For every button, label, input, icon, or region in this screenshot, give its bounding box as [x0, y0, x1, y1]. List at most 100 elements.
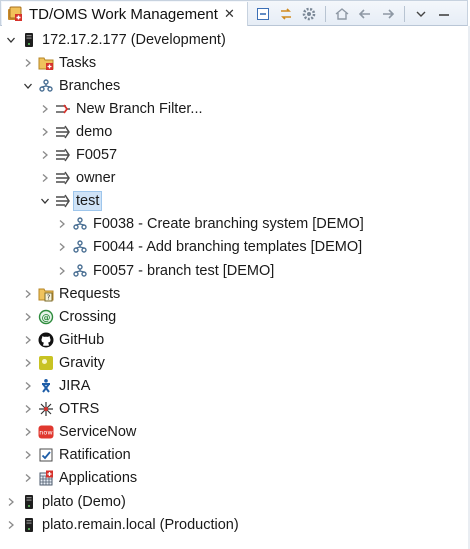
tree-item[interactable]: @ Crossing: [22, 305, 116, 328]
tree-item[interactable]: F0057 - branch test [DEMO]: [56, 259, 274, 282]
svg-text:?: ?: [47, 293, 51, 301]
tree-item[interactable]: F0038 - Create branching system [DEMO]: [56, 213, 364, 236]
tree-item[interactable]: plato.remain.local (Production): [5, 513, 239, 536]
chevron-right-icon[interactable]: [56, 241, 68, 253]
chevron-right-icon[interactable]: [22, 57, 34, 69]
minimize-view-icon[interactable]: [434, 4, 454, 24]
chevron-right-icon[interactable]: [22, 334, 34, 346]
ratification-icon: [38, 447, 54, 463]
tree-item-label: plato.remain.local (Production): [42, 516, 239, 533]
tree-item[interactable]: demo: [39, 120, 112, 143]
back-arrow-icon[interactable]: [355, 4, 375, 24]
tree-item-label: Ratification: [59, 447, 131, 464]
requests-folder-icon: ?: [38, 286, 54, 302]
tree-item-label: F0057: [76, 147, 118, 163]
chevron-right-icon[interactable]: [56, 218, 68, 230]
tree-item-label: JIRA: [59, 378, 91, 394]
tree-item-label: ServiceNow: [59, 424, 137, 441]
home-icon[interactable]: [332, 4, 352, 24]
tree-item-label: GitHub: [59, 331, 105, 348]
chevron-right-icon[interactable]: [22, 380, 34, 392]
view-toolbar: [253, 4, 457, 24]
server-icon: [21, 494, 37, 510]
chevron-right-icon[interactable]: [22, 449, 34, 461]
chevron-right-icon[interactable]: [22, 357, 34, 369]
tree-item-label: test: [73, 191, 103, 212]
chevron-down-icon[interactable]: [5, 34, 17, 46]
chevron-right-icon[interactable]: [22, 288, 34, 300]
tree-item[interactable]: F0044 - Add branching templates [DEMO]: [56, 236, 362, 259]
tree-item-label: Tasks: [59, 54, 97, 71]
branches-icon: [38, 78, 54, 94]
tree-item-label: plato (Demo): [42, 493, 126, 510]
settings-gear-icon[interactable]: [299, 4, 319, 24]
collapse-all-icon[interactable]: [253, 4, 273, 24]
tree-item[interactable]: Applications: [22, 467, 137, 490]
tree-item[interactable]: ? Requests: [22, 282, 120, 305]
tree-item-label: F0057 - branch test [DEMO]: [93, 262, 275, 279]
tree-item-label: OTRS: [59, 401, 100, 418]
tree-item[interactable]: owner: [39, 167, 116, 190]
svg-text:@: @: [42, 313, 51, 323]
view-menu-icon[interactable]: [411, 4, 431, 24]
tree-item[interactable]: Gravity: [22, 351, 105, 374]
chevron-right-icon[interactable]: [39, 149, 51, 161]
chevron-right-icon[interactable]: [39, 103, 51, 115]
tree-item[interactable]: Branches: [22, 74, 120, 97]
chevron-right-icon[interactable]: [39, 126, 51, 138]
chevron-right-icon[interactable]: [22, 403, 34, 415]
chevron-right-icon[interactable]: [22, 472, 34, 484]
tree-item-label: F0044 - Add branching templates [DEMO]: [93, 239, 363, 256]
close-view-icon[interactable]: ✕: [223, 6, 235, 21]
tree-item[interactable]: F0057: [39, 144, 117, 167]
jira-icon: [38, 378, 54, 394]
tree-item[interactable]: JIRA: [22, 375, 90, 398]
applications-icon: [38, 470, 54, 486]
crossing-icon: @: [38, 309, 54, 325]
chevron-down-icon[interactable]: [22, 80, 34, 92]
tree-item-label: New Branch Filter...: [76, 100, 203, 117]
otrs-icon: [38, 401, 54, 417]
chevron-right-icon[interactable]: [5, 519, 17, 531]
link-with-editor-icon[interactable]: [276, 4, 296, 24]
server-icon: [21, 32, 37, 48]
tree-item[interactable]: New Branch Filter...: [39, 97, 203, 120]
chevron-right-icon[interactable]: [56, 265, 68, 277]
tree-item[interactable]: plato (Demo): [5, 490, 126, 513]
tree-item-label: owner: [76, 170, 116, 187]
new-filter-icon: [55, 101, 71, 117]
tree-item[interactable]: now ServiceNow: [22, 421, 136, 444]
tree-item-label: Applications: [59, 470, 138, 487]
scrollbar-edge: [468, 26, 470, 549]
forward-arrow-icon[interactable]: [378, 4, 398, 24]
tree-item-label: 172.17.2.177 (Development): [42, 31, 226, 48]
branch-icon: [72, 216, 88, 232]
servicenow-icon: now: [38, 424, 54, 440]
github-icon: [38, 332, 54, 348]
branch-filter-icon: [55, 124, 71, 140]
tree-item[interactable]: Tasks: [22, 51, 96, 74]
tree-item[interactable]: OTRS: [22, 398, 99, 421]
view-title: TD/OMS Work Management: [29, 5, 218, 23]
tree-item-label: Branches: [59, 77, 121, 94]
chevron-right-icon[interactable]: [5, 496, 17, 508]
tree-item[interactable]: Ratification: [22, 444, 131, 467]
tasks-folder-icon: [38, 55, 54, 71]
tree-item-label: Gravity: [59, 354, 105, 371]
tree-item[interactable]: GitHub: [22, 328, 104, 351]
gravity-icon: [38, 355, 54, 371]
branch-filter-icon: [55, 193, 71, 209]
view-titlebar: TD/OMS Work Management ✕: [0, 0, 468, 26]
server-icon: [21, 517, 37, 533]
tree-item-label: Requests: [59, 285, 121, 302]
view-tab[interactable]: TD/OMS Work Management ✕: [2, 2, 248, 26]
td-oms-app-icon: [7, 6, 23, 22]
tree-item-label: Crossing: [59, 308, 117, 325]
chevron-right-icon[interactable]: [39, 172, 51, 184]
chevron-down-icon[interactable]: [39, 195, 51, 207]
chevron-right-icon[interactable]: [22, 311, 34, 323]
tree-item[interactable]: test: [39, 190, 103, 213]
branch-filter-icon: [55, 147, 71, 163]
tree-item[interactable]: 172.17.2.177 (Development): [5, 28, 226, 51]
chevron-right-icon[interactable]: [22, 426, 34, 438]
